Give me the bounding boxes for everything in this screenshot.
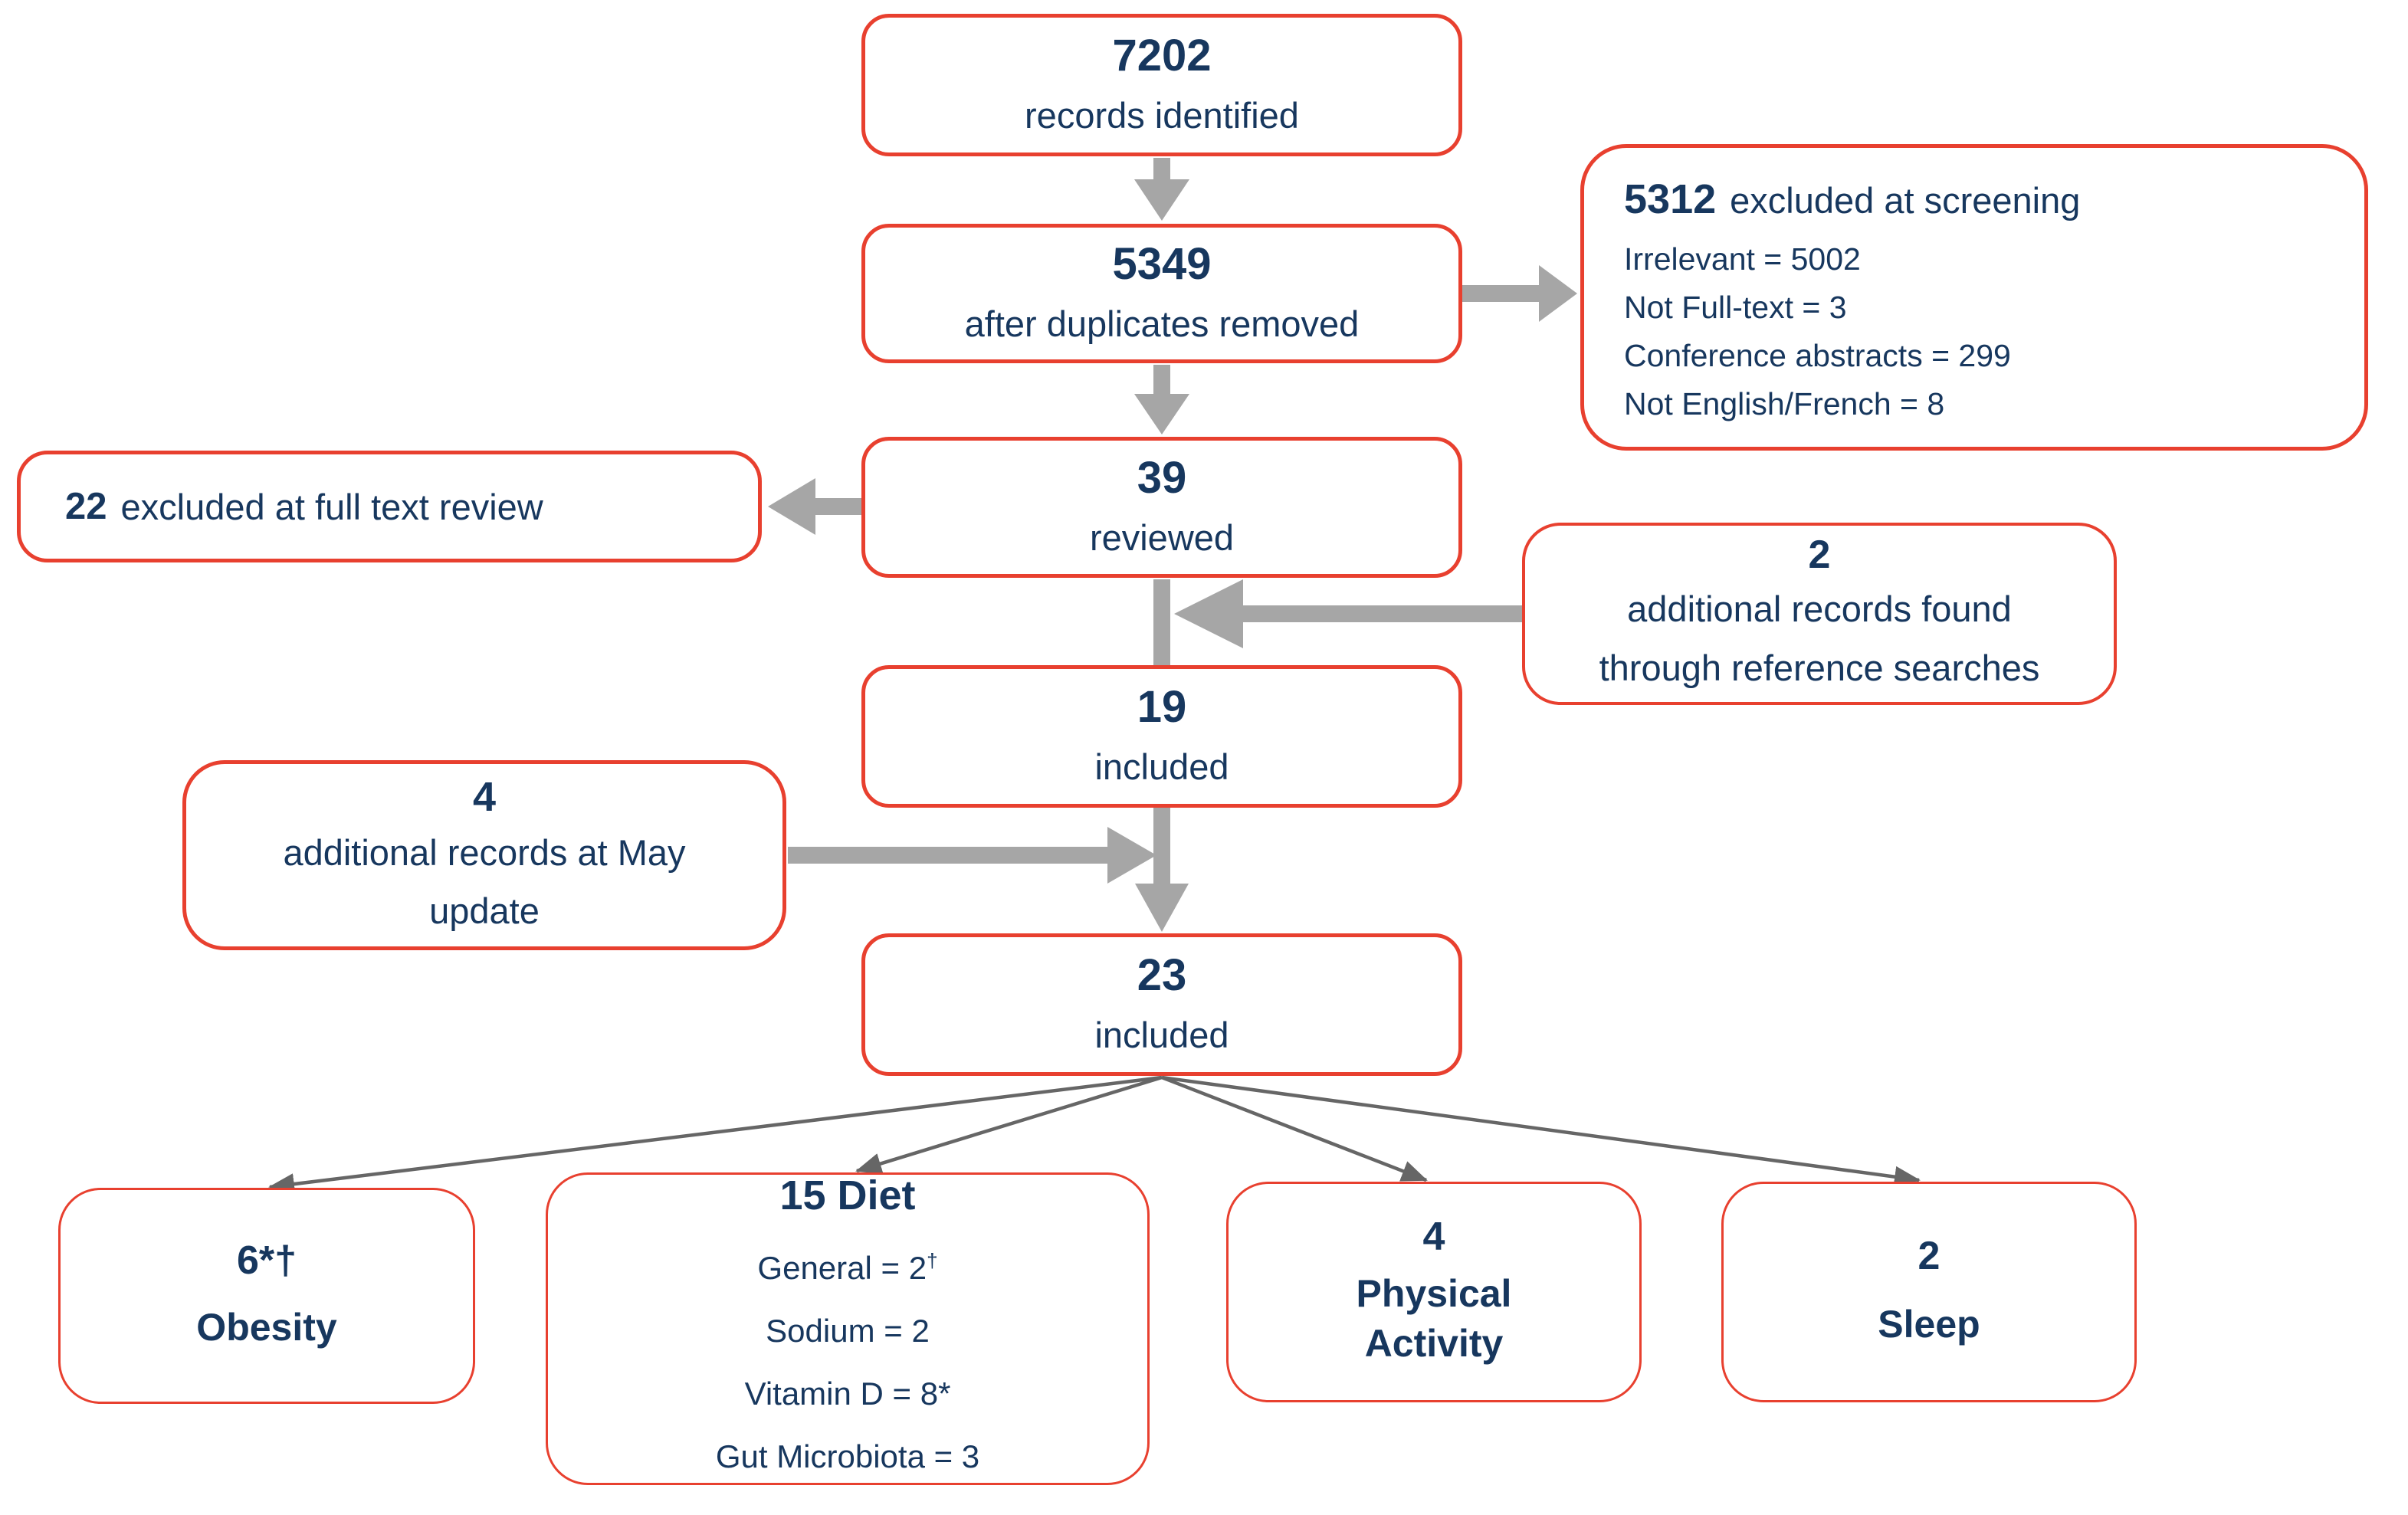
screening-excluded-reason: Conference abstracts = 299 — [1624, 338, 2011, 373]
arrow-included23-to-obesity-icon — [268, 1075, 1163, 1195]
reference-found-count: 2 — [1808, 533, 1831, 578]
obesity-count: 6*† — [236, 1238, 297, 1283]
diet-line: General = 2† — [757, 1233, 937, 1296]
screening-excluded-reason: Not Full-text = 3 — [1624, 290, 1847, 325]
box-reference-records-found: 2 additional records found through refer… — [1522, 523, 2117, 705]
sleep-count: 2 — [1918, 1233, 1941, 1278]
records-identified-label: records identified — [1025, 95, 1299, 136]
diet-line-text: General = 2 — [757, 1249, 927, 1286]
arrow-included19-to-included23-icon — [1135, 808, 1189, 932]
box-fulltext-excluded: 22 excluded at full text review — [17, 451, 762, 562]
arrow-reference-found-to-flow-icon — [1174, 579, 1522, 648]
diet-line-text: Sodium = 2 — [766, 1312, 930, 1349]
box-category-diet: 15 Diet General = 2† Sodium = 2 Vitamin … — [546, 1172, 1150, 1485]
diet-line-text: Gut Microbiota = 3 — [715, 1438, 980, 1474]
box-category-obesity: 6*† Obesity — [58, 1188, 475, 1404]
included-final-count: 23 — [1137, 949, 1187, 1000]
box-after-duplicates-removed: 5349 after duplicates removed — [861, 224, 1462, 363]
arrow-deduplicated-to-screening-excluded-icon — [1462, 265, 1577, 322]
after-duplicates-label: after duplicates removed — [964, 303, 1360, 345]
diet-title: 15 Diet — [779, 1172, 916, 1219]
box-screening-excluded: 5312 excluded at screening Irrelevant = 5… — [1580, 144, 2368, 451]
reference-found-label-line2: through reference searches — [1599, 647, 2040, 688]
box-reviewed: 39 reviewed — [861, 437, 1462, 578]
box-included-final: 23 included — [861, 933, 1462, 1076]
arrow-may-update-to-flow-icon — [788, 827, 1156, 884]
physical-activity-label-line1: Physical — [1356, 1271, 1512, 1315]
screening-excluded-reason: Irrelevant = 5002 — [1624, 241, 1861, 277]
diet-line: Gut Microbiota = 3 — [716, 1422, 979, 1484]
fulltext-excluded-label: excluded at full text review — [120, 486, 543, 527]
screening-excluded-heading: 5312 excluded at screening — [1624, 175, 2080, 223]
may-update-label-line1: additional records at May — [283, 831, 686, 873]
included-first-label: included — [1094, 746, 1229, 788]
records-identified-count: 7202 — [1112, 30, 1212, 80]
box-records-identified: 7202 records identified — [861, 14, 1462, 156]
diet-line-footnote-mark: † — [927, 1248, 938, 1272]
may-update-count: 4 — [472, 773, 497, 820]
reviewed-label: reviewed — [1089, 517, 1235, 559]
obesity-label: Obesity — [196, 1306, 337, 1349]
may-update-label-line2: update — [429, 890, 540, 931]
included-final-label: included — [1094, 1015, 1229, 1056]
sleep-label: Sleep — [1878, 1303, 1980, 1346]
arrow-included23-to-physical-activity-icon — [1161, 1075, 1428, 1182]
screening-excluded-label: excluded at screening — [1730, 180, 2081, 221]
arrow-reviewed-to-fulltext-excluded-icon — [768, 478, 861, 535]
connector-reviewed-to-included19-icon — [1153, 579, 1170, 665]
arrow-identified-to-deduplicated-icon — [1134, 158, 1189, 221]
box-included-first: 19 included — [861, 665, 1462, 808]
physical-activity-count: 4 — [1422, 1215, 1445, 1260]
arrow-included23-to-sleep-icon — [1161, 1075, 1921, 1188]
fulltext-excluded-count: 22 — [65, 486, 107, 527]
diet-line: Sodium = 2 — [766, 1296, 930, 1359]
box-category-sleep: 2 Sleep — [1721, 1182, 2137, 1402]
screening-excluded-count: 5312 — [1624, 176, 1717, 222]
included-first-count: 19 — [1137, 681, 1187, 732]
diet-line-text: Vitamin D = 8* — [744, 1375, 951, 1412]
screening-excluded-reason: Not English/French = 8 — [1624, 386, 1945, 421]
arrow-deduplicated-to-reviewed-icon — [1134, 365, 1189, 434]
after-duplicates-count: 5349 — [1112, 238, 1212, 289]
physical-activity-label-line2: Activity — [1364, 1321, 1504, 1365]
diet-line: Vitamin D = 8* — [745, 1359, 951, 1422]
box-category-physical-activity: 4 Physical Activity — [1226, 1182, 1642, 1402]
reviewed-count: 39 — [1137, 452, 1187, 503]
box-may-update-records: 4 additional records at May update — [182, 760, 786, 950]
reference-found-label-line1: additional records found — [1627, 589, 2012, 630]
physical-activity-label: Physical Activity — [1357, 1269, 1512, 1369]
arrow-included23-to-diet-icon — [855, 1075, 1163, 1175]
